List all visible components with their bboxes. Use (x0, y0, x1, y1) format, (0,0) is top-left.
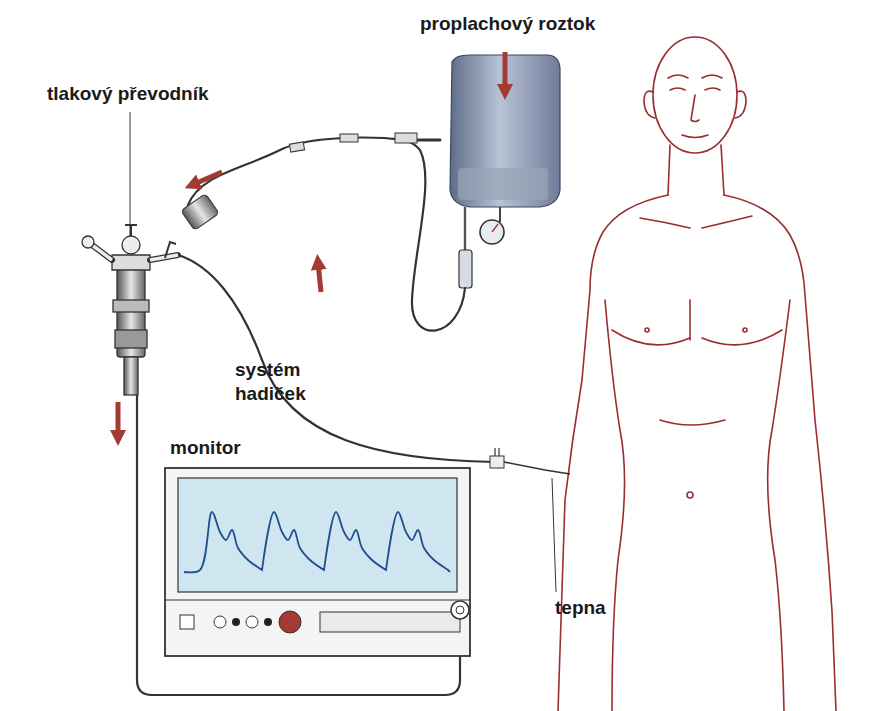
pressure-waveform (184, 512, 450, 572)
monitor-device (165, 468, 470, 656)
part-label: monitor (168, 436, 243, 460)
part-label: tlakový převodník (45, 82, 211, 106)
pressure-transducer (82, 112, 178, 395)
arterial-catheter (490, 448, 570, 592)
flow-arrow (118, 52, 505, 438)
tubing (137, 138, 495, 696)
part-label: proplachový roztok (418, 12, 597, 36)
part-label: systém hadiček (233, 358, 323, 406)
tube-connectors (181, 133, 417, 230)
part-label: tepna (553, 596, 608, 620)
leader-line (552, 478, 556, 592)
